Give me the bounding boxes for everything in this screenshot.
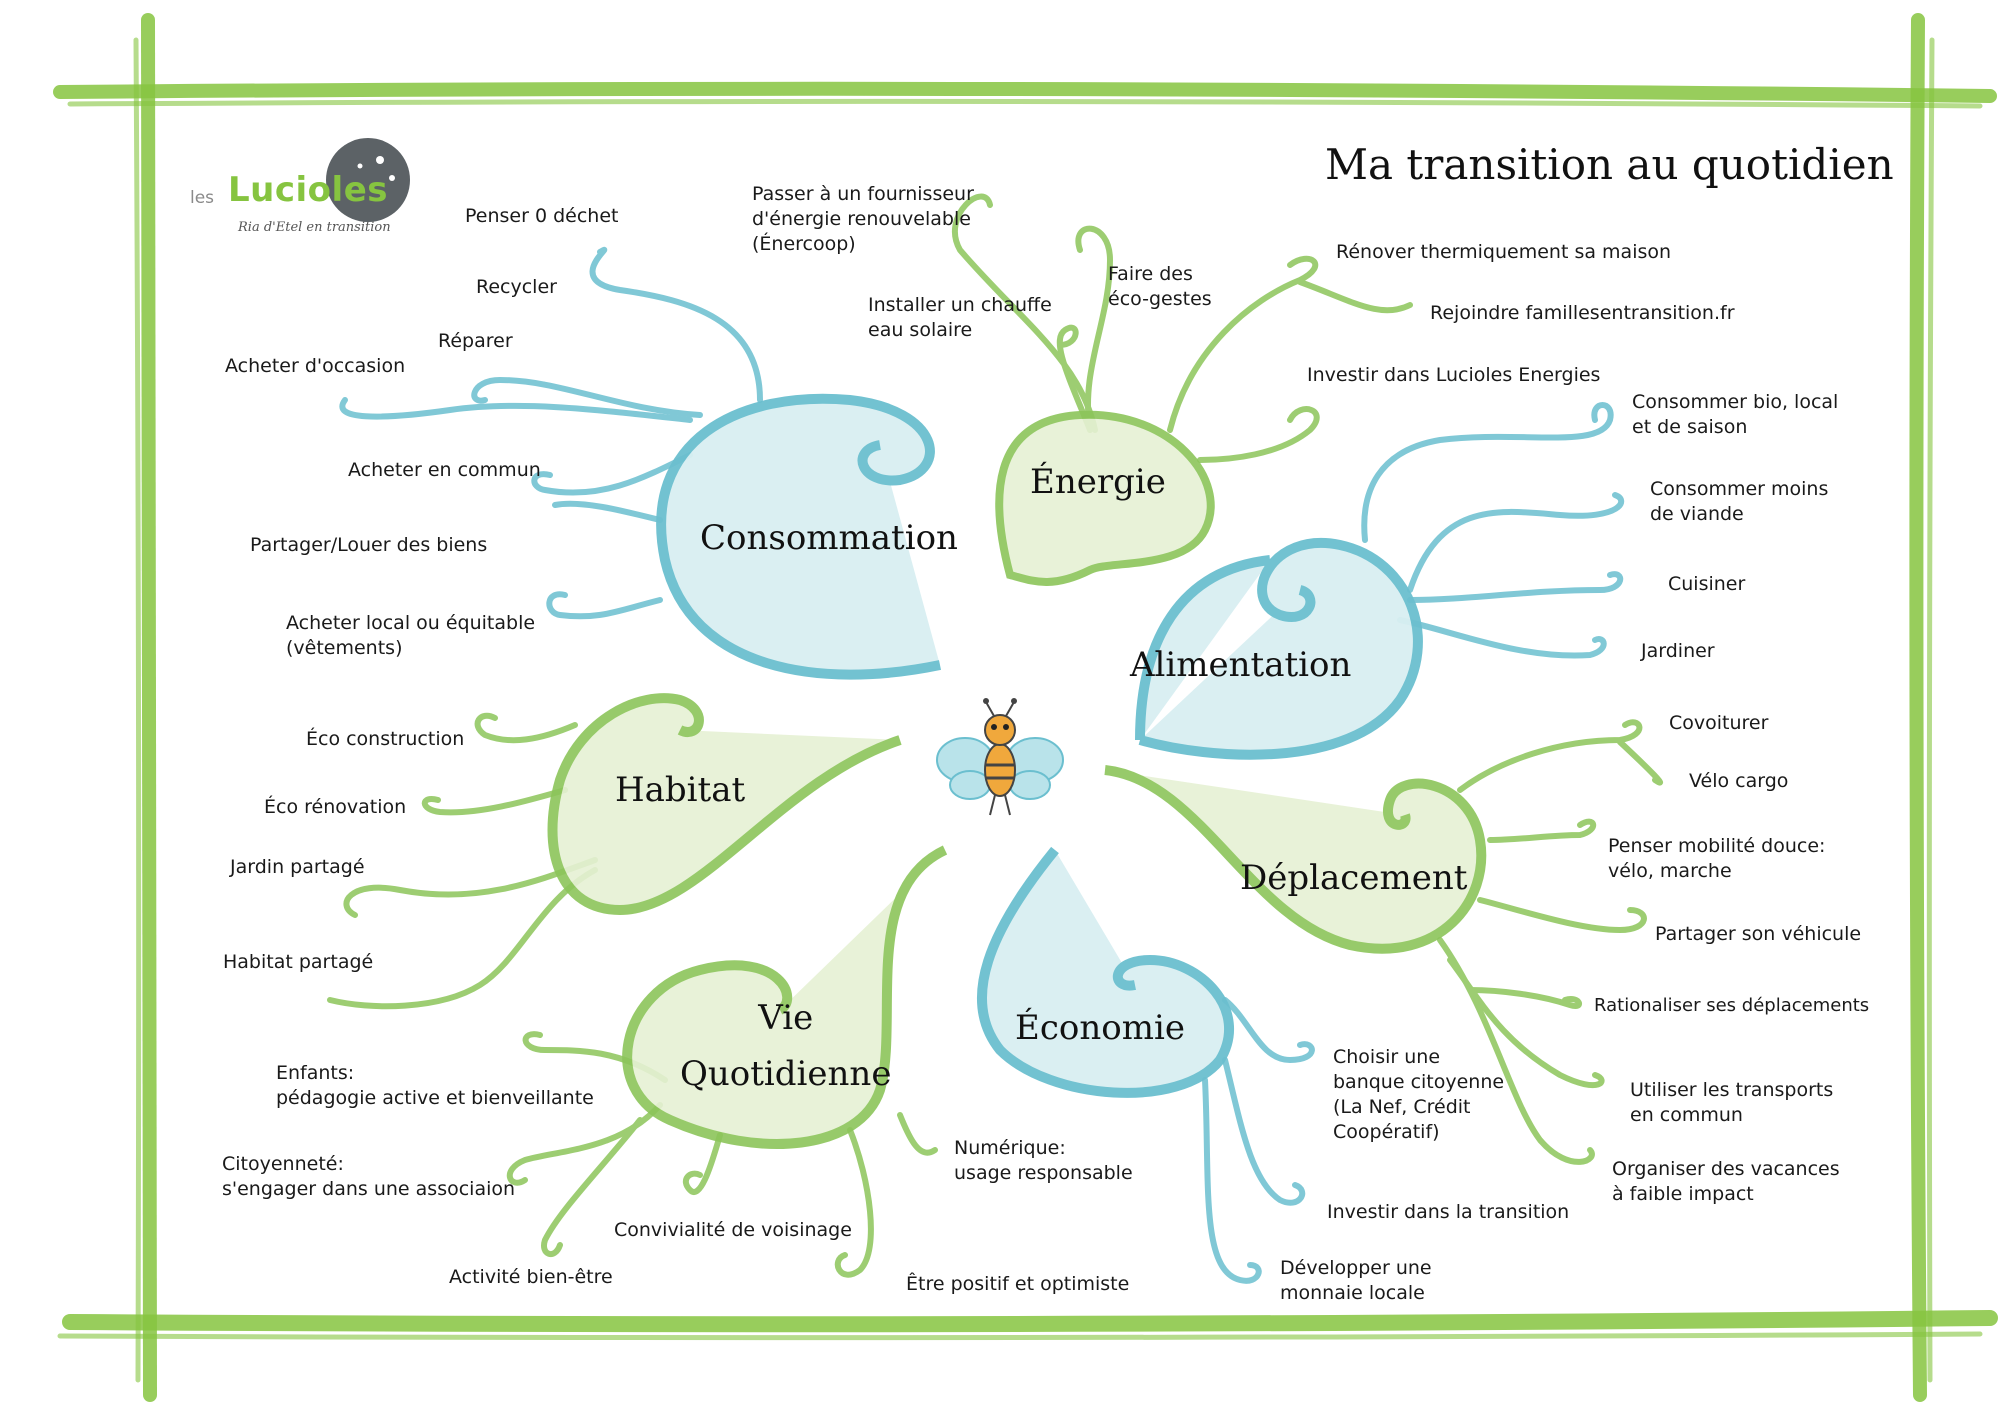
logo-star <box>376 156 384 164</box>
leaf-partager-vehicule: Partager son véhicule <box>1655 923 1862 945</box>
hub-habitat <box>547 693 902 916</box>
hub-consommation <box>656 393 942 680</box>
leaf-convivialite: Convivialité de voisinage <box>614 1219 852 1241</box>
leaf-positif: Être positif et optimiste <box>906 1273 1130 1295</box>
leaf-velo-cargo: Vélo cargo <box>1689 770 1789 792</box>
hub-economie <box>976 846 1235 1098</box>
leaf-covoiturer: Covoiturer <box>1669 712 1769 734</box>
logo-name: Lucioles <box>228 170 388 210</box>
leaf-mobilite-douce: Penser mobilité douce: vélo, marche <box>1608 835 1826 882</box>
leaf-partager-louer: Partager/Louer des biens <box>250 534 488 556</box>
page-title: Ma transition au quotidien <box>1325 140 1894 189</box>
leaf-reparer: Réparer <box>438 330 513 352</box>
hub-deplacement <box>1104 765 1487 954</box>
connections <box>327 193 1663 1284</box>
hub-energie <box>995 410 1215 586</box>
hub-label-economie: Économie <box>1015 1008 1185 1048</box>
leaf-transports-commun: Utiliser les transports en commun <box>1630 1079 1834 1126</box>
leaf-habitat-partage: Habitat partagé <box>223 951 374 973</box>
leaf-banque: Choisir une banque citoyenne (La Nef, Cr… <box>1333 1046 1505 1143</box>
hub-label-alimentation: Alimentation <box>1130 645 1352 685</box>
leaf-numerique: Numérique: usage responsable <box>954 1137 1133 1184</box>
logo-star <box>357 163 363 169</box>
leaf-acheter-occasion: Acheter d'occasion <box>225 355 406 377</box>
leaf-eco-construction: Éco construction <box>306 728 465 750</box>
logo-prefix: les <box>190 188 215 208</box>
leaf-fournisseur: Passer à un fournisseur d'énergie renouv… <box>752 183 974 255</box>
hub-label-energie: Énergie <box>1030 462 1166 502</box>
leaf-moins-viande: Consommer moins de viande <box>1650 478 1829 525</box>
hub-label-consommation: Consommation <box>700 518 958 558</box>
leaf-jardin-partage: Jardin partagé <box>230 856 365 878</box>
leaf-penser-0-dechet: Penser 0 déchet <box>465 205 619 227</box>
leaf-jardiner: Jardiner <box>1641 640 1715 662</box>
hub-label-habitat: Habitat <box>615 770 746 810</box>
firefly-mascot <box>936 698 1064 816</box>
leaf-recycler: Recycler <box>476 276 557 298</box>
hub-alimentation <box>1135 538 1423 760</box>
leaf-cuisiner: Cuisiner <box>1668 573 1746 595</box>
green-frame <box>53 13 1998 1402</box>
leaf-acheter-local: Acheter local ou équitable (vêtements) <box>286 612 536 659</box>
leaf-rationaliser: Rationaliser ses déplacements <box>1594 995 1870 1016</box>
leaf-acheter-commun: Acheter en commun <box>348 459 541 481</box>
leaf-renover: Rénover thermiquement sa maison <box>1336 241 1672 263</box>
leaf-bio-local: Consommer bio, local et de saison <box>1632 391 1839 438</box>
hub-vie-quotidienne <box>622 845 948 1149</box>
leaf-enfants: Enfants: pédagogie active et bienveillan… <box>276 1062 594 1109</box>
leaf-familles: Rejoindre famillesentransition.fr <box>1430 302 1735 324</box>
leaf-vacances: Organiser des vacances à faible impact <box>1612 1158 1840 1205</box>
hub-label-deplacement: Déplacement <box>1240 858 1468 898</box>
logo-tagline: Ria d'Etel en transition <box>238 220 391 235</box>
leaf-eco-gestes: Faire des éco-gestes <box>1108 263 1212 310</box>
leaf-monnaie: Développer une monnaie locale <box>1280 1257 1432 1304</box>
logo-star <box>389 175 395 181</box>
hub-label-vie-quotidienne: Vie Quotidienne <box>680 998 892 1094</box>
leaf-chauffe-eau: Installer un chauffe eau solaire <box>868 294 1052 341</box>
logo-circle <box>326 138 410 222</box>
leaf-investir-transition: Investir dans la transition <box>1327 1201 1570 1223</box>
leaf-citoyennete: Citoyenneté: s'engager dans une associai… <box>222 1153 516 1200</box>
leaf-eco-renovation: Éco rénovation <box>264 796 407 818</box>
leaf-lucioles-energies: Investir dans Lucioles Energies <box>1307 364 1601 386</box>
leaf-bien-etre: Activité bien-être <box>449 1266 613 1288</box>
